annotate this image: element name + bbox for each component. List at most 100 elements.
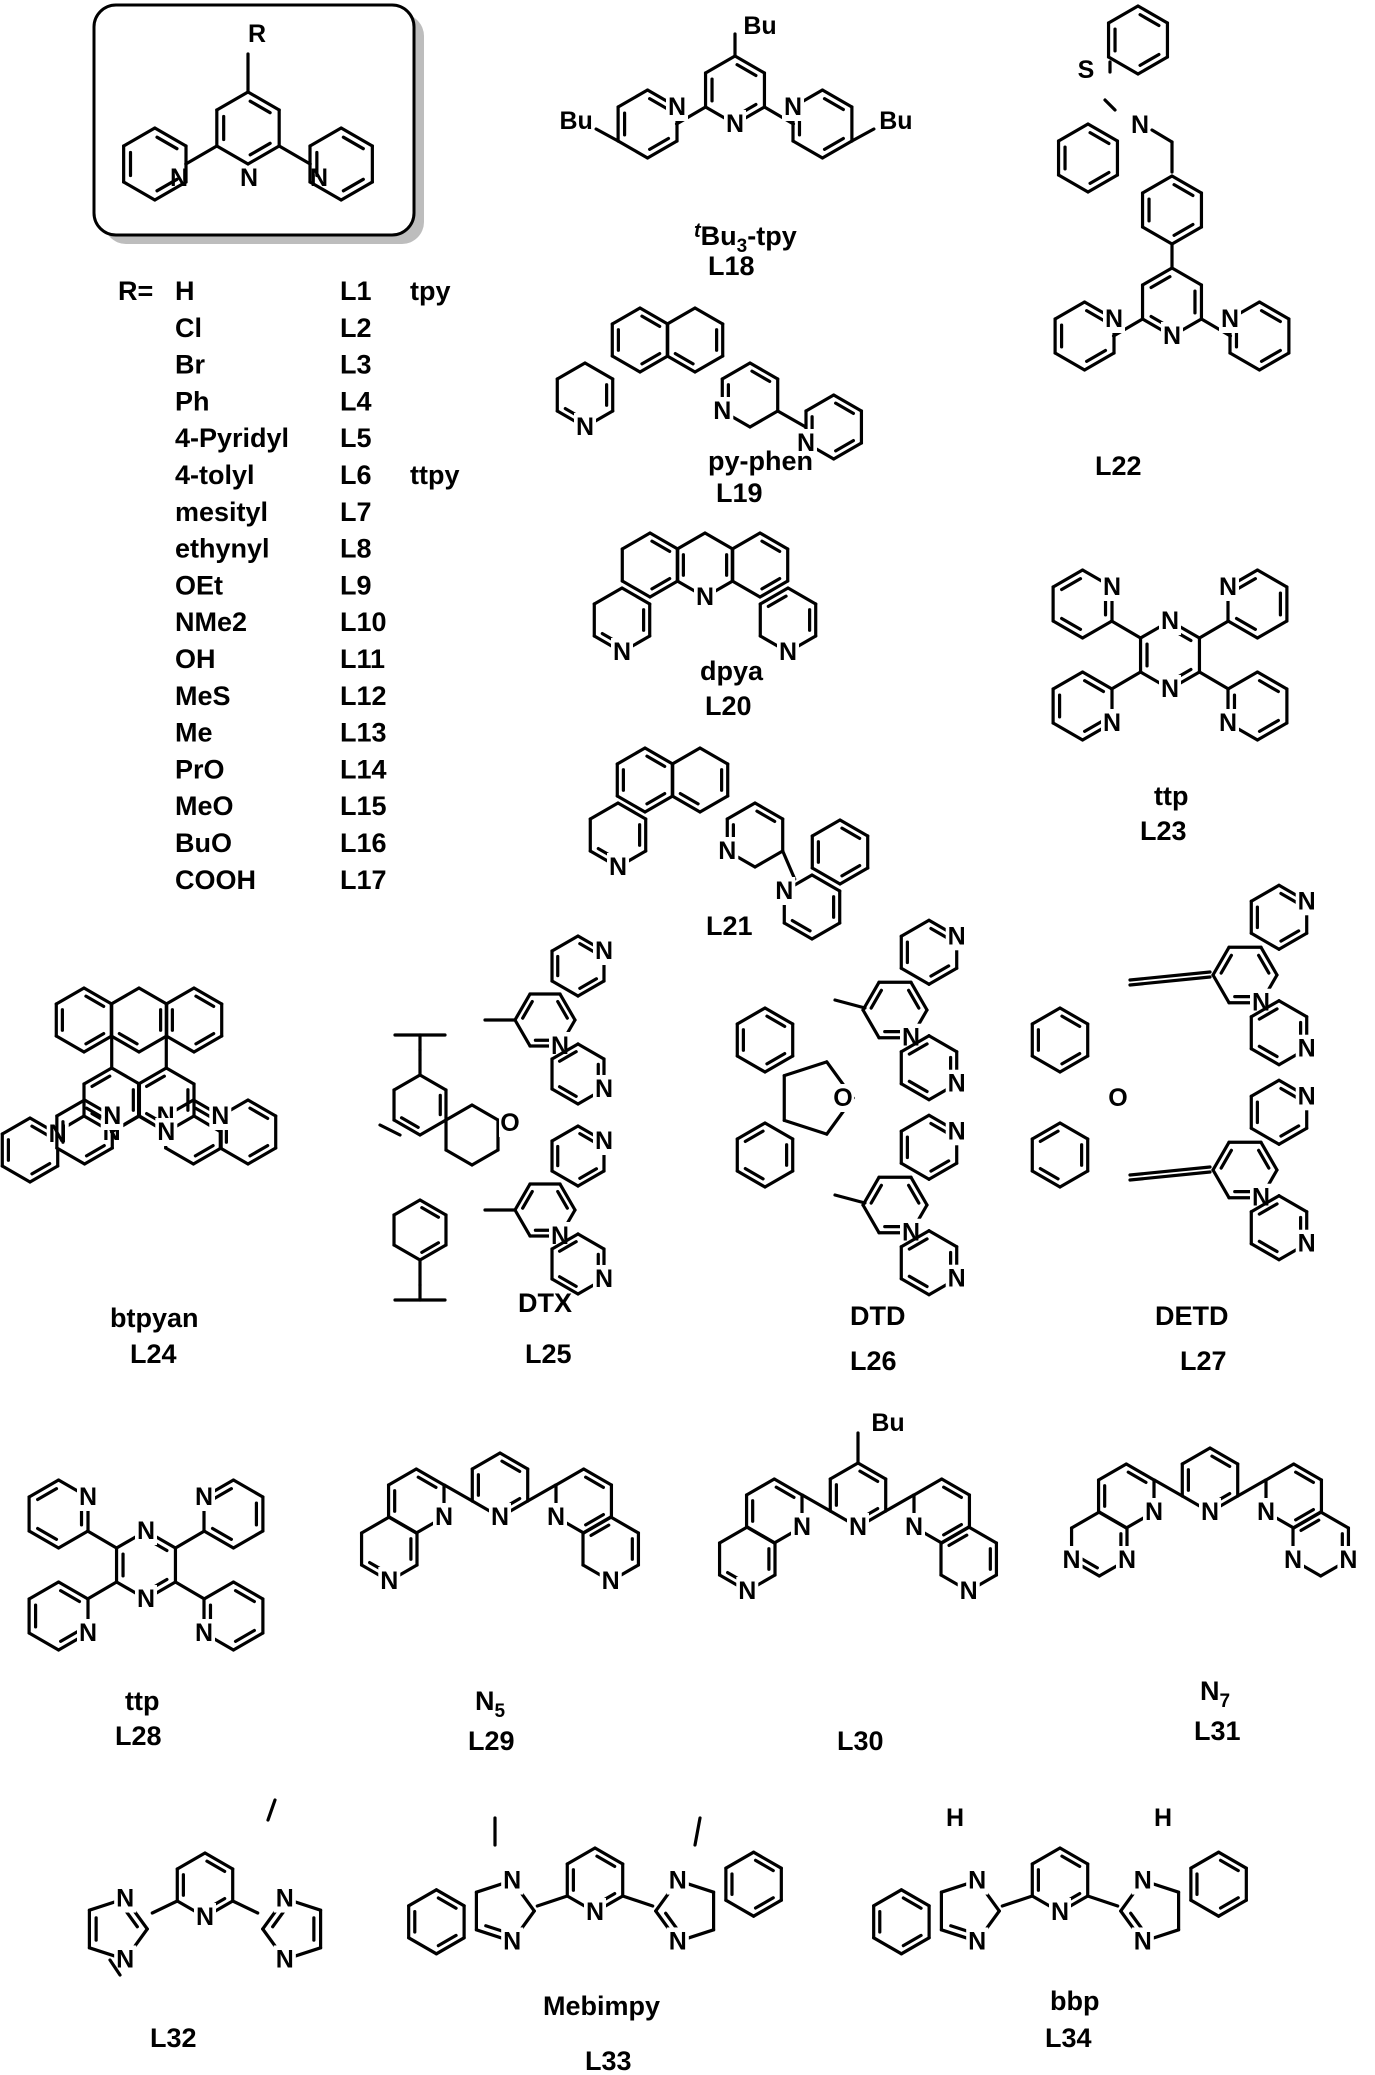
nitrogen-atom: N [1063,1546,1081,1574]
atom-label-bg [957,1577,980,1605]
bond [246,1098,278,1118]
bond [765,1052,787,1066]
ligand-id-L1: L1 [340,276,372,306]
tbu-label: Bu [871,1409,904,1437]
nitrogen-atom: N [797,429,815,457]
nitrogen-atom: N [905,1513,923,1541]
bond [1030,1169,1062,1189]
bond [359,1515,391,1535]
bond [1217,1898,1248,1918]
bond [1140,174,1174,195]
bond [550,1087,580,1106]
bond [583,361,615,381]
atom-label-bg [1131,1927,1154,1956]
bond [576,1042,606,1061]
bond [557,1085,578,1098]
l27-id: L27 [1180,1346,1227,1376]
nitrogen-atom: N [1298,1230,1316,1258]
bond [800,1493,832,1513]
bond [1255,670,1289,691]
bond [1226,619,1260,640]
bond [939,1525,971,1545]
bond [615,746,647,766]
nitrogen-atom: N [103,1102,121,1130]
bond [901,1933,923,1948]
bond [758,586,790,606]
atom-label-bg [1159,607,1181,635]
bond [1109,670,1143,691]
ligand-id-L12: L12 [340,681,387,711]
bond [521,999,534,1020]
bond [901,1896,923,1910]
bond [36,1526,59,1541]
bond [638,306,670,326]
nitrogen-atom: N [668,93,686,121]
l33-id: L33 [585,2046,632,2075]
ligand-id-L5: L5 [340,423,372,453]
ligand-id-L9: L9 [340,570,372,600]
bond [27,1529,61,1550]
bond [782,1060,829,1078]
nitrogen-atom: N [1298,1035,1316,1063]
bond [765,1014,787,1028]
bond [1292,1462,1324,1482]
l19-id: L19 [716,478,763,508]
bond [550,1277,580,1296]
bond [593,1846,625,1866]
bond [248,99,272,115]
atom-label-bg [611,638,633,666]
bond [558,992,577,1022]
bond [1030,1121,1062,1141]
atom-label-bg [666,93,688,121]
bond [231,1631,265,1652]
l24-id: L24 [130,1339,177,1369]
bond [558,1182,577,1212]
bond [1189,1850,1221,1870]
ligand-id-L4: L4 [340,386,372,416]
l23-name: ttp [1154,781,1188,811]
substituent-L11: OH [175,644,216,674]
bond [1255,568,1289,589]
bond [555,361,587,381]
bond [1257,351,1291,372]
bond [610,306,642,326]
bond [1294,1470,1315,1484]
bond [434,1888,466,1908]
ligand-id-L11: L11 [340,644,385,674]
bond [786,586,818,606]
bond [1058,1846,1090,1866]
nitrogen-atom: N [696,583,714,611]
atom-label-bg [607,853,629,881]
nitrogen-atom: N [116,1885,134,1913]
nitrogen-atom: N [276,1945,294,1973]
tbu-label: Bu [559,107,592,135]
bond [109,986,141,1006]
bond [1234,577,1257,592]
bond [1060,1052,1082,1066]
l31-name: N7 [1200,1676,1230,1712]
bond [59,1589,82,1604]
bond [1218,1858,1240,1873]
nitrogen-atom: N [1161,607,1179,635]
bond [1150,128,1174,144]
atom-label-bg [101,1102,124,1130]
bond [1109,619,1143,640]
bond [834,401,855,415]
bond [643,794,675,814]
atom-label-bg [209,1102,232,1130]
bond [1277,931,1309,951]
substituent-L12: MeS [175,681,231,711]
bond [743,1167,765,1181]
bond [1080,670,1114,691]
bond [27,1580,61,1601]
nitrogen-atom: N [1161,675,1179,703]
bond [1128,1170,1212,1182]
bond [804,393,836,413]
bond [1211,1168,1231,1200]
l19-structure: NNN [555,306,864,461]
nitrogen-atom: N [137,1517,155,1545]
bond [743,1129,765,1143]
bond [782,921,814,941]
bond [820,88,854,109]
